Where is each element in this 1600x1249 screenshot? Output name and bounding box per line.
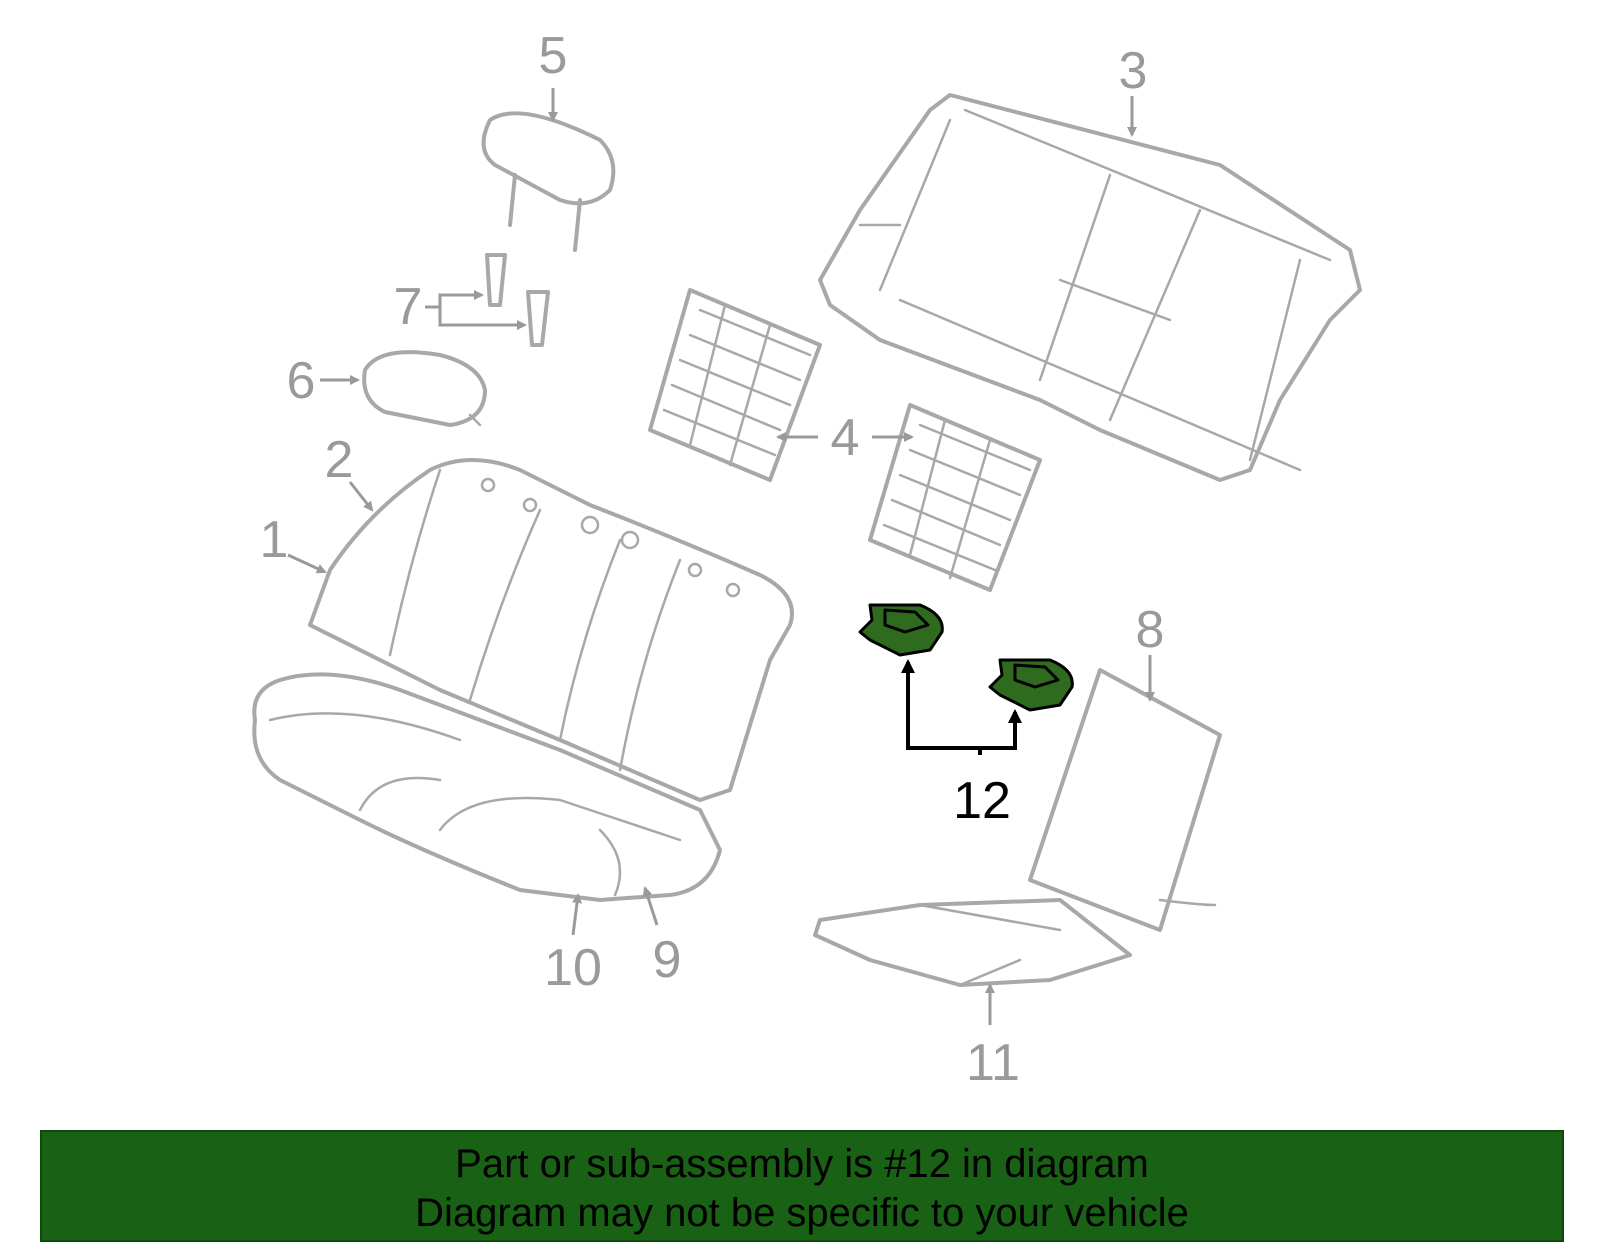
guides-part-7 <box>485 253 550 347</box>
clip-part-12-b <box>988 658 1074 712</box>
footer-banner: Part or sub-assembly is #12 in diagram D… <box>40 1130 1564 1242</box>
callout-2: 2 <box>325 431 354 489</box>
cushion-parts-9-10 <box>252 672 722 902</box>
headrest-part-6 <box>362 350 487 427</box>
headrest-part-5 <box>481 111 616 252</box>
parts-diagram: 5 3 7 6 2 1 4 8 10 9 11 12 <box>252 27 1362 1092</box>
callout-5: 5 <box>539 27 568 85</box>
pad-part-11 <box>813 898 1132 987</box>
callout-4: 4 <box>831 409 860 467</box>
footer-line-1: Part or sub-assembly is #12 in diagram <box>455 1142 1149 1186</box>
clip-part-12-a <box>858 603 944 657</box>
callout-7: 7 <box>394 278 423 336</box>
springs-part-4 <box>648 288 1042 592</box>
callout-6: 6 <box>287 352 316 410</box>
callout-12: 12 <box>953 772 1011 830</box>
frame-part-3 <box>818 93 1362 482</box>
callout-10: 10 <box>544 939 602 997</box>
seatback-parts-1-2 <box>308 458 794 802</box>
callout-11: 11 <box>966 1034 1020 1092</box>
side-panel-part-8 <box>1028 668 1222 932</box>
footer-line-2: Diagram may not be specific to your vehi… <box>415 1191 1189 1235</box>
callout-3: 3 <box>1119 42 1148 100</box>
callout-9: 9 <box>653 931 682 989</box>
callout-8: 8 <box>1136 601 1165 659</box>
callout-1: 1 <box>260 511 289 569</box>
